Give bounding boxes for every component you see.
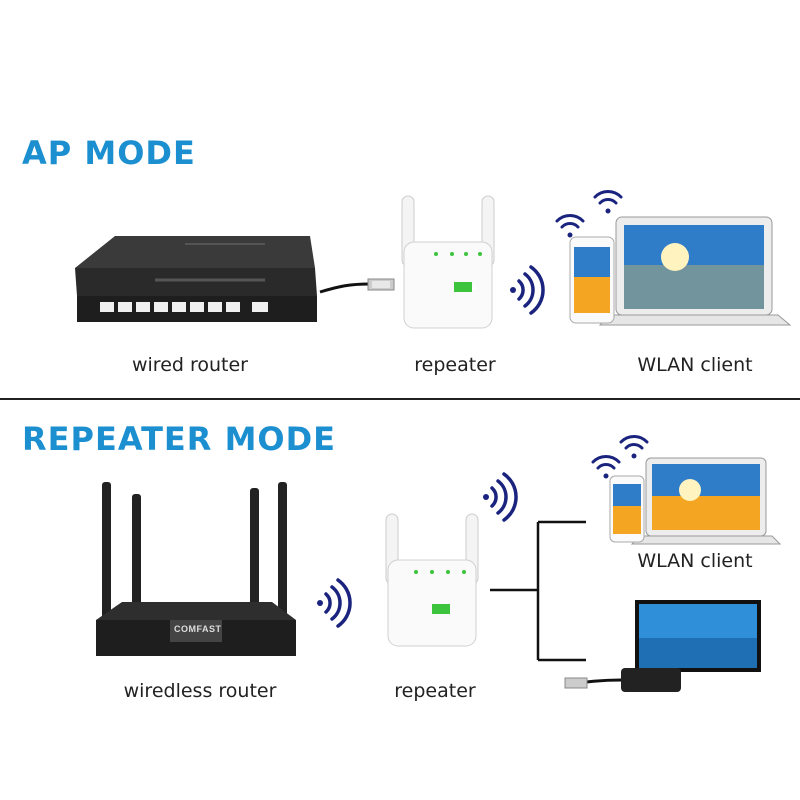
router-brand: COMFAST: [174, 624, 222, 634]
repeater-device: [401, 195, 495, 329]
ap-mode-title: AP MODE: [22, 134, 196, 172]
label-ap-wlan-client: WLAN client: [637, 354, 753, 376]
wired-router: [75, 236, 317, 322]
label-wired-router: wired router: [131, 354, 248, 376]
label-ap-repeater: repeater: [414, 354, 496, 376]
label-repeater-wlan-client: WLAN client: [637, 550, 753, 572]
tv-device: [564, 600, 761, 692]
wlan-client-devices: [555, 190, 792, 326]
branch-connector: [490, 520, 586, 662]
section-divider: [0, 398, 800, 400]
repeater-device-2: [385, 513, 479, 647]
wifi-signal-icon: [317, 578, 352, 628]
wifi-signal-icon: [510, 265, 545, 315]
repeater-badge: 4: [472, 283, 477, 292]
ethernet-cable-icon: [319, 278, 395, 294]
repeater-mode-title: REPEATER MODE: [22, 420, 337, 458]
label-repeater-mode-repeater: repeater: [394, 680, 476, 702]
label-wireless-router: wiredless router: [123, 680, 277, 702]
wlan-client-devices-2: [591, 435, 782, 545]
wifi-signal-icon: [483, 472, 518, 522]
wireless-router: [96, 482, 296, 656]
